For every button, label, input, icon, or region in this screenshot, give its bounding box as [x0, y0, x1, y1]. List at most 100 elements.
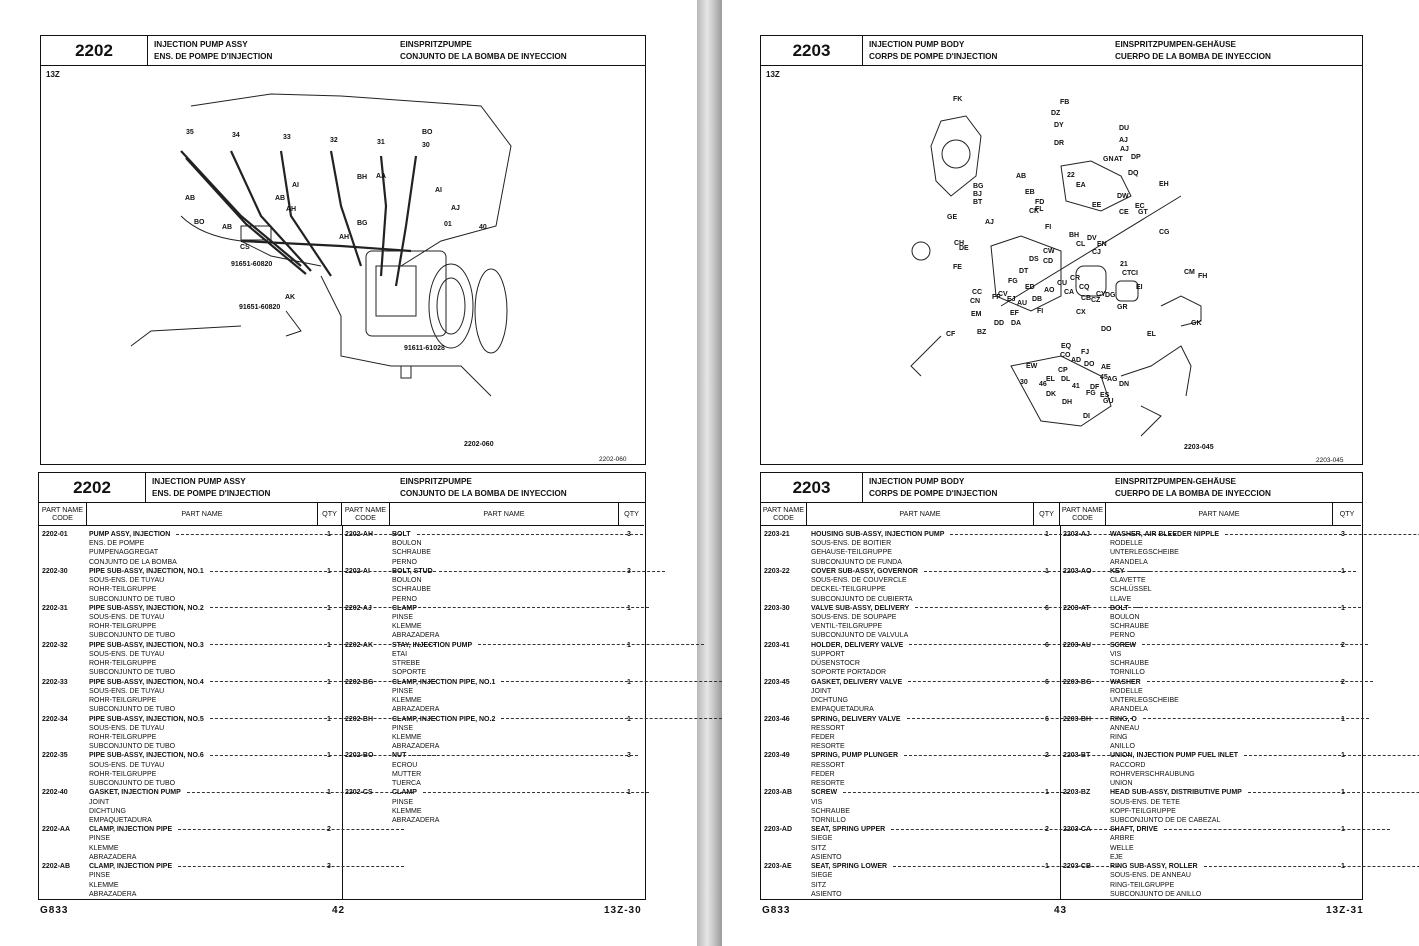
- part-name-line: MUTTER: [392, 770, 422, 778]
- part-qty: 6: [1045, 715, 1049, 723]
- callout-label: 91651-60820: [239, 304, 281, 311]
- part-qty: 1: [1341, 604, 1345, 612]
- callout-label: CM: [1184, 269, 1195, 276]
- callout-label: BG: [357, 220, 368, 227]
- part-name-line: SCHRAUBE: [392, 549, 431, 557]
- callout-label: 40: [479, 224, 487, 231]
- callout-label: AE: [1101, 364, 1111, 371]
- part-name-line: BOLT: [1110, 604, 1361, 613]
- part-qty: 3: [627, 567, 631, 575]
- part-code: 2203-22: [764, 567, 790, 575]
- col-header-qty: QTY: [1034, 503, 1060, 526]
- part-code: 2203-41: [764, 641, 790, 649]
- callout-label: DW: [1117, 193, 1129, 200]
- part-name-line: DICHTUNG: [811, 697, 848, 704]
- part-name-line: PINSE: [392, 724, 414, 732]
- part-name-line: HOLDER, DELIVERY VALVE: [811, 641, 1136, 650]
- col-header-name: PART NAME: [87, 503, 318, 526]
- part-name-line: SHAFT, DRIVE: [1110, 825, 1390, 834]
- part-name-line: ECROU: [392, 761, 418, 769]
- col-header-code: PART NAME CODE: [1060, 503, 1106, 526]
- callout-label: GE: [947, 214, 958, 221]
- footer-page-number: 42: [332, 905, 346, 916]
- col-header-code: PART NAME CODE: [342, 503, 390, 526]
- part-name-line: RACCORD: [1110, 761, 1146, 769]
- callout-label: CX: [1076, 309, 1086, 316]
- part-qty: 1: [327, 715, 331, 723]
- part-name-line: ROHR-TEILGRUPPE: [89, 697, 157, 704]
- part-name-line: ARANDELA: [1110, 706, 1148, 714]
- part-qty: 2: [1341, 641, 1345, 649]
- title-de: EINSPRITZPUMPE: [400, 40, 472, 49]
- callout-label: CL: [1076, 241, 1086, 248]
- part-name-line: CLAMP: [392, 604, 649, 613]
- part-name-line: SOUS-ENS. DE ANNEAU: [1110, 872, 1191, 880]
- callout-label: AB: [275, 195, 286, 202]
- callout-label: AJ: [1119, 137, 1128, 144]
- part-name-line: RESORTE: [811, 780, 845, 787]
- part-qty: 1: [1341, 715, 1345, 723]
- callout-label: FI: [1045, 224, 1052, 231]
- part-qty: 1: [1341, 863, 1345, 871]
- part-name-line: ASIENTO: [811, 853, 842, 861]
- part-code: 2202-33: [42, 678, 68, 686]
- part-code: 2203-AT: [1063, 604, 1090, 612]
- title-fr: ENS. DE POMPE D'INJECTION: [154, 52, 273, 61]
- part-name-line: TUERCA: [392, 780, 421, 787]
- part-name-line: ABRAZADERA: [89, 853, 137, 861]
- callout-label: CI: [1131, 270, 1138, 277]
- part-name-line: VALVE SUB-ASSY, DELIVERY: [811, 604, 1142, 613]
- callout-label: 33: [283, 134, 291, 141]
- part-code: 2202-32: [42, 641, 68, 649]
- part-name-line: SUBCONJUNTO DE DE CABEZAL: [1110, 816, 1221, 824]
- part-name-line: KLEMME: [89, 844, 119, 852]
- part-name-line: SOUS-ENS. DE TUYAU: [89, 614, 165, 621]
- part-name-line: DECKEL-TEILGRUPPE: [811, 586, 886, 594]
- callout-label: AB: [1016, 173, 1027, 180]
- part-name-line: FEDER: [811, 770, 835, 778]
- callout-label: CP: [1058, 367, 1068, 374]
- callout-label: 01: [444, 221, 452, 228]
- title-es: CUERPO DE LA BOMBA DE INYECCION: [1115, 489, 1271, 498]
- callout-label: 22: [1067, 172, 1075, 179]
- section-code: 13Z: [46, 70, 60, 79]
- part-code: 2202-BO: [345, 752, 374, 760]
- part-name-line: VIS: [1110, 650, 1122, 658]
- callout-label: 91611-61028: [404, 345, 445, 352]
- part-name-line: ABRAZADERA: [392, 706, 440, 714]
- col-header-name: PART NAME: [390, 503, 619, 526]
- part-name-line: SEAT, SPRING UPPER: [811, 825, 1118, 834]
- pump-body-exploded-diagram: [910, 115, 1202, 437]
- callout-label: CN: [970, 298, 981, 305]
- callout-label: GU: [1103, 398, 1114, 405]
- callout-label: GT: [1138, 209, 1148, 216]
- title-es: CUERPO DE LA BOMBA DE INYECCION: [1115, 52, 1271, 61]
- callout-label: EI: [1136, 284, 1143, 291]
- callout-label: DN: [1119, 381, 1130, 388]
- part-qty: 1: [327, 752, 331, 760]
- callout-label: FB: [1060, 99, 1070, 106]
- callout-label: CG: [1159, 229, 1170, 236]
- footer-model: G833: [40, 905, 69, 916]
- part-code: 2203-49: [764, 752, 790, 760]
- callout-label: AJ: [985, 219, 994, 226]
- callout-label: 32: [330, 137, 338, 144]
- part-name-line: BOULON: [1110, 614, 1140, 621]
- part-name-line: SIEGE: [811, 835, 833, 843]
- part-name-line: EMPAQUETADURA: [811, 706, 874, 714]
- footer-section-page: 13Z-30: [604, 905, 642, 916]
- callout-label: 31: [377, 139, 385, 146]
- part-name-line: SPRING, DELIVERY VALVE: [811, 715, 1133, 724]
- part-name-line: PINSE: [89, 872, 111, 880]
- callout-label: DY: [1054, 122, 1064, 129]
- part-qty: 1: [1045, 531, 1049, 538]
